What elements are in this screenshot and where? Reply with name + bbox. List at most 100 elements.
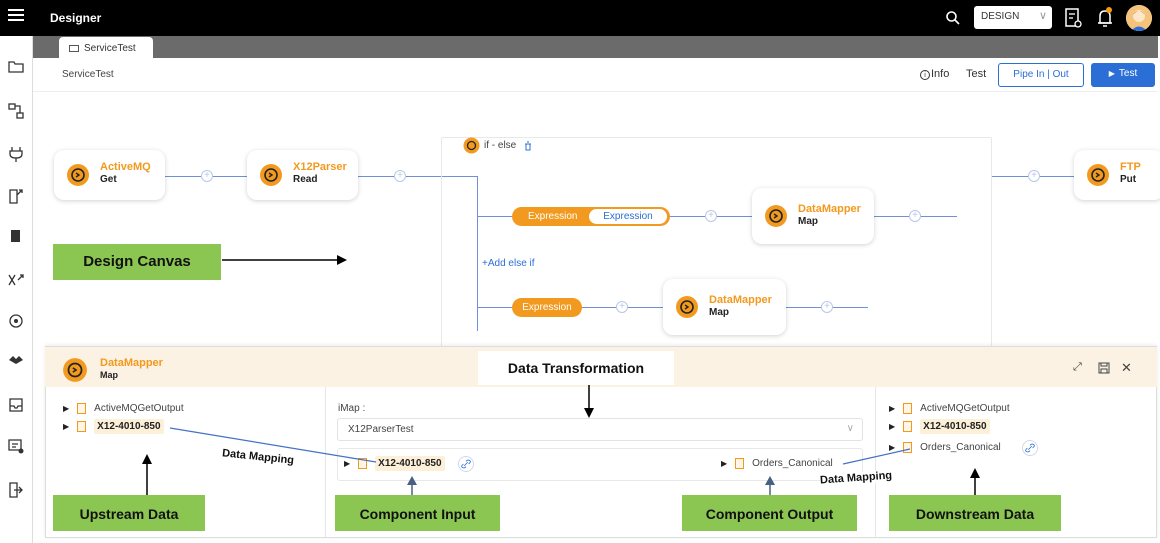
logout-icon[interactable]	[6, 480, 26, 500]
add-step-icon[interactable]: +	[1028, 170, 1040, 182]
node-name: ActiveMQ	[100, 161, 151, 173]
menu-icon[interactable]	[8, 9, 24, 23]
save-icon[interactable]	[1098, 362, 1110, 374]
component-icon	[765, 205, 787, 227]
left-rail	[0, 36, 33, 543]
tab-label: ServiceTest	[84, 43, 136, 54]
expand-icon[interactable]: ⤢	[1073, 361, 1082, 373]
link-icon[interactable]	[1022, 440, 1038, 456]
expand-arrow-icon[interactable]: ▶	[63, 404, 70, 414]
downstream-callout: Downstream Data	[889, 495, 1061, 531]
breadcrumb: ServiceTest	[62, 69, 114, 80]
arrow-up-icon	[142, 454, 152, 495]
downstream-label: Orders_Canonical	[920, 442, 1001, 454]
upstream-item[interactable]: ▶ ActiveMQGetOutput	[63, 403, 184, 414]
arrow-up-icon	[407, 476, 417, 495]
close-icon[interactable]: ✕	[1121, 360, 1132, 375]
settings-list-icon[interactable]	[6, 436, 26, 456]
file-icon	[903, 442, 913, 453]
arrow-right-icon	[222, 255, 347, 265]
top-bar	[0, 0, 1160, 36]
node-op: Map	[709, 307, 729, 318]
node-op: Put	[1120, 174, 1137, 185]
file-icon	[77, 421, 87, 432]
branch-line	[477, 176, 478, 331]
link-icon[interactable]	[458, 456, 474, 472]
imap-label: iMap :	[338, 403, 366, 414]
monitor-icon[interactable]	[6, 311, 26, 331]
node-ftp[interactable]: FTP Put	[1074, 150, 1160, 200]
flow-icon[interactable]	[6, 101, 26, 121]
if-else-header[interactable]: if - else	[463, 137, 533, 155]
notification-dot	[1106, 7, 1112, 13]
component-output-item[interactable]: ▶ Orders_Canonical	[721, 458, 833, 469]
expression-pill-secondary[interactable]: Expression	[589, 209, 667, 224]
component-input-callout: Component Input	[335, 495, 500, 531]
plug-icon[interactable]	[6, 144, 26, 164]
avatar[interactable]	[1126, 5, 1152, 31]
expression-pill[interactable]: Expression	[512, 298, 582, 317]
folder-icon	[69, 44, 79, 52]
add-step-icon[interactable]: +	[909, 210, 921, 222]
file-icon	[77, 403, 87, 414]
downstream-item[interactable]: ▶ ActiveMQGetOutput	[889, 403, 1010, 414]
upstream-callout: Upstream Data	[53, 495, 205, 531]
upstream-label: ActiveMQGetOutput	[94, 403, 184, 415]
component-input-item[interactable]: ▶ X12-4010-850	[344, 456, 445, 472]
export-icon[interactable]	[6, 186, 26, 206]
node-name: DataMapper	[798, 203, 861, 215]
downstream-label: ActiveMQGetOutput	[920, 403, 1010, 415]
component-icon	[676, 296, 698, 318]
handshake-icon[interactable]	[6, 350, 26, 370]
expand-arrow-icon[interactable]: ▶	[889, 404, 896, 414]
info-label: Info	[931, 68, 950, 80]
imap-select[interactable]: X12ParserTest ∨	[337, 418, 863, 441]
output-label: Orders_Canonical	[752, 458, 833, 470]
node-datamapper[interactable]: DataMapper Map	[752, 188, 874, 244]
expand-arrow-icon[interactable]: ▶	[721, 459, 728, 469]
expression-label: Expression	[528, 211, 578, 222]
imap-value: X12ParserTest	[348, 424, 414, 435]
downstream-item[interactable]: ▶X12-4010-850	[889, 419, 990, 435]
delete-icon[interactable]	[523, 141, 533, 151]
expand-arrow-icon[interactable]: ▶	[889, 422, 896, 432]
node-x12parser[interactable]: X12Parser Read	[247, 150, 358, 200]
chevron-down-icon: ∨	[1038, 10, 1047, 22]
panel-node-op: Map	[100, 370, 118, 380]
add-step-icon[interactable]: +	[821, 301, 833, 313]
add-step-icon[interactable]: +	[705, 210, 717, 222]
node-op: Read	[293, 174, 318, 185]
test-button[interactable]: ▶Test	[1091, 63, 1155, 87]
expand-arrow-icon[interactable]: ▶	[889, 443, 896, 453]
node-op: Map	[798, 216, 818, 227]
upstream-item[interactable]: ▶X12-4010-850	[63, 419, 164, 435]
info-icon: i	[920, 70, 930, 80]
folder-icon[interactable]	[6, 57, 26, 77]
add-step-icon[interactable]: +	[394, 170, 406, 182]
shuffle-icon[interactable]	[6, 270, 26, 290]
node-name: DataMapper	[709, 294, 772, 306]
add-step-icon[interactable]: +	[616, 301, 628, 313]
input-label: X12-4010-850	[375, 456, 445, 472]
node-activemq[interactable]: ActiveMQ Get	[54, 150, 165, 200]
add-step-icon[interactable]: +	[201, 170, 213, 182]
expand-arrow-icon[interactable]: ▶	[344, 459, 351, 469]
expand-arrow-icon[interactable]: ▶	[63, 422, 70, 432]
add-else-if-link[interactable]: +Add else if	[482, 258, 535, 269]
inbox-icon[interactable]	[6, 395, 26, 415]
search-icon[interactable]	[944, 9, 962, 27]
pipe-in-out-button[interactable]: Pipe In | Out	[998, 63, 1084, 87]
downstream-item[interactable]: ▶ Orders_Canonical	[889, 442, 1001, 453]
tab-servicetest[interactable]: ServiceTest	[59, 37, 153, 59]
play-icon: ▶	[1108, 69, 1115, 78]
mode-select[interactable]: DESIGN∨	[974, 6, 1052, 29]
chevron-down-icon: ∨	[846, 423, 854, 434]
component-icon	[67, 164, 89, 186]
test-link[interactable]: Test	[966, 68, 987, 80]
node-datamapper[interactable]: DataMapper Map	[663, 279, 786, 335]
document-icon[interactable]	[1064, 7, 1082, 29]
node-name: FTP	[1120, 161, 1141, 173]
bell-icon[interactable]	[1096, 8, 1114, 28]
database-icon[interactable]	[6, 226, 26, 246]
